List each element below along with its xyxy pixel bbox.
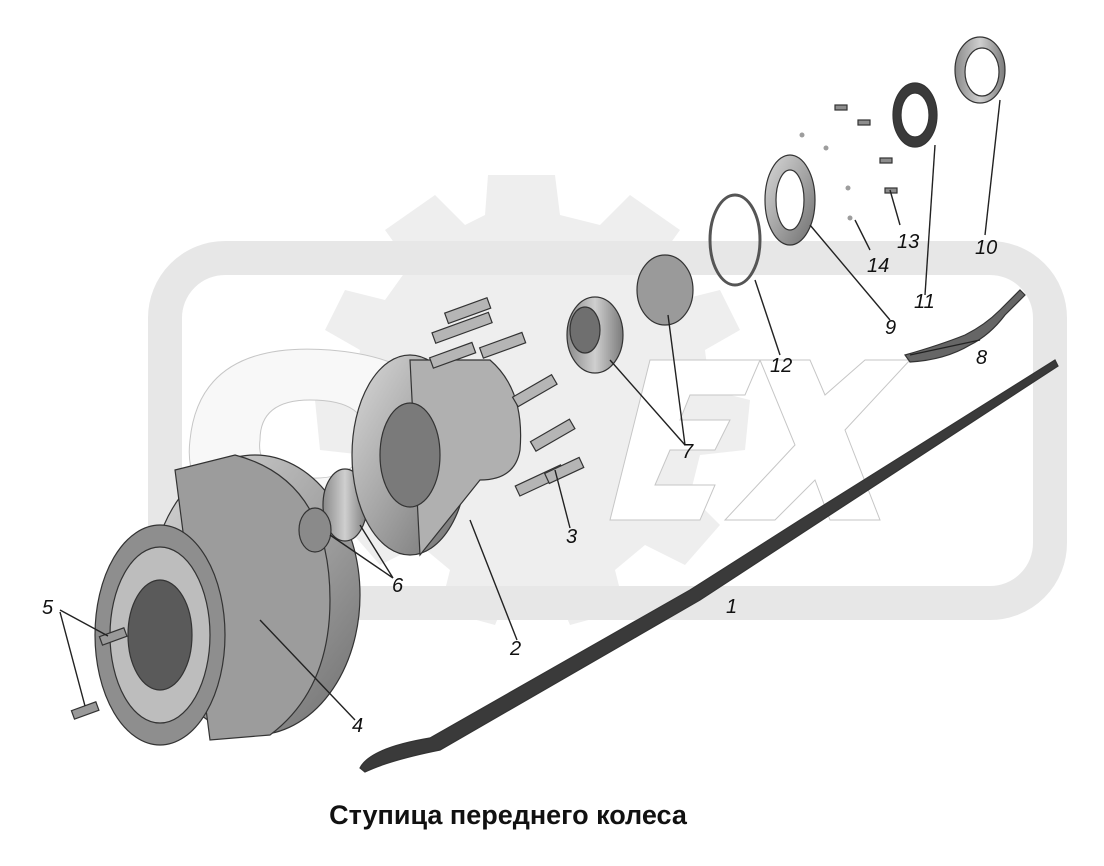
- callout-13: 13: [897, 231, 919, 253]
- part-14-washers: [799, 132, 853, 221]
- part-2-hub: [351, 354, 522, 557]
- callout-2: 2: [509, 638, 521, 660]
- callout-10: 10: [975, 237, 997, 259]
- part-10-cover-ring: [954, 36, 1006, 104]
- diagram-title: Ступица переднего колеса: [329, 800, 687, 830]
- callout-9: 9: [885, 317, 896, 339]
- part-13-screws: [834, 104, 898, 194]
- watermark-frame: [148, 241, 1067, 620]
- callout-7: 7: [682, 441, 694, 463]
- part-11-ring: [892, 82, 938, 148]
- callout-5: 5: [42, 597, 54, 619]
- callout-6: 6: [392, 575, 404, 597]
- part-1-gasket-strip: [359, 359, 1059, 773]
- watermark-letter-x: [723, 359, 912, 521]
- callout-12: 12: [770, 355, 792, 377]
- part-9-seal: [764, 154, 816, 246]
- leader-lines: [59, 99, 1001, 721]
- callout-labels: 1 2 3 4 5 6 7 8 9 10 11 12 13 14: [42, 231, 997, 737]
- callout-1: 1: [726, 596, 737, 618]
- callout-3: 3: [566, 526, 577, 548]
- part-3-studs: [428, 297, 585, 497]
- part-5-bolts: [70, 627, 128, 720]
- callout-14: 14: [867, 255, 889, 277]
- part-4-brake-drum: [94, 454, 361, 746]
- part-8-lock-plate: [904, 289, 1026, 363]
- part-7-bearing: [566, 254, 694, 374]
- callout-4: 4: [352, 715, 363, 737]
- part-12-gasket-ring: [708, 193, 762, 287]
- callout-8: 8: [976, 347, 987, 369]
- callout-11: 11: [914, 291, 935, 313]
